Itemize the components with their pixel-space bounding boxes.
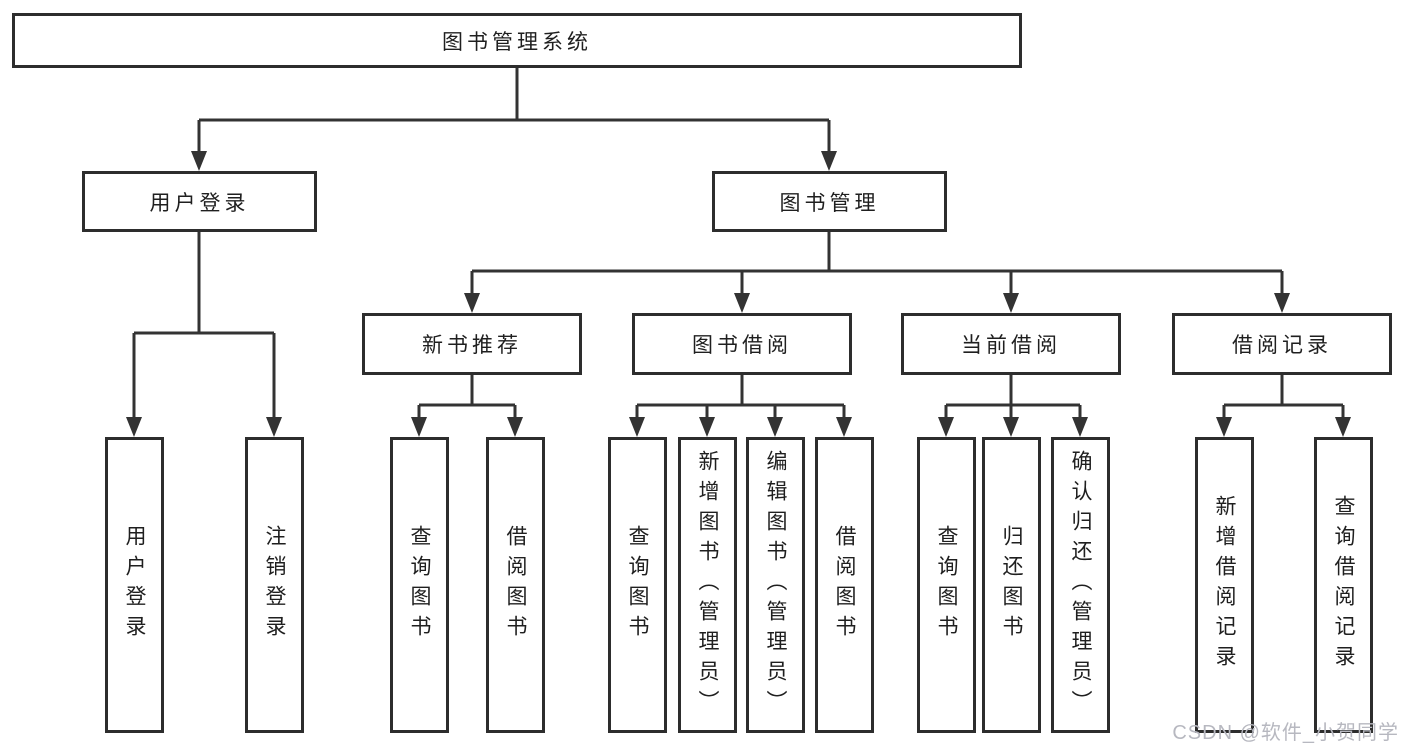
leaf-query-books-borrowing: 查询图书 [608,437,667,733]
node-book-borrowing: 图书借阅 [632,313,852,375]
watermark-text: CSDN @软件_小贺同学 [1172,722,1399,744]
node-label: 查询借阅记录 [1332,495,1355,675]
leaf-user-login: 用户登录 [105,437,164,733]
node-label: 借阅图书 [833,525,856,645]
node-label: 当前借阅 [961,334,1061,357]
node-label: 借阅图书 [504,525,527,645]
arrowhead-icons [126,151,1351,437]
node-label: 查询图书 [408,525,431,645]
leaf-query-books-current: 查询图书 [917,437,976,733]
leaf-query-borrow-record: 查询借阅记录 [1314,437,1373,733]
node-label: 编辑图书（管理员） [764,450,787,720]
leaf-edit-book-admin: 编辑图书（管理员） [746,437,805,733]
node-label: 查询图书 [626,525,649,645]
node-label: 确认归还（管理员） [1069,450,1092,720]
node-library-system: 图书管理系统 [12,13,1022,68]
node-user-login: 用户登录 [82,171,317,232]
node-label: 新增借阅记录 [1213,495,1236,675]
node-label: 新书推荐 [422,334,522,357]
node-label: 用户登录 [149,191,250,215]
node-label: 图书管理系统 [442,30,592,54]
node-current-borrowing: 当前借阅 [901,313,1121,375]
node-label: 查询图书 [935,525,958,645]
node-label: 图书借阅 [692,334,792,357]
node-label: 图书管理 [779,191,880,215]
node-borrowing-records: 借阅记录 [1172,313,1392,375]
leaf-query-books-recommend: 查询图书 [390,437,449,733]
leaf-borrow-books-recommend: 借阅图书 [486,437,545,733]
leaf-add-borrow-record: 新增借阅记录 [1195,437,1254,733]
leaf-return-books: 归还图书 [982,437,1041,733]
leaf-confirm-return-admin: 确认归还（管理员） [1051,437,1110,733]
node-book-management: 图书管理 [712,171,947,232]
leaf-logout: 注销登录 [245,437,304,733]
leaf-borrow-books-borrowing: 借阅图书 [815,437,874,733]
node-label: 用户登录 [123,525,146,645]
node-label: 归还图书 [1000,525,1023,645]
node-new-book-recommend: 新书推荐 [362,313,582,375]
node-label: 借阅记录 [1232,334,1332,357]
leaf-add-book-admin: 新增图书（管理员） [678,437,737,733]
node-label: 注销登录 [263,525,286,645]
node-label: 新增图书（管理员） [696,450,719,720]
